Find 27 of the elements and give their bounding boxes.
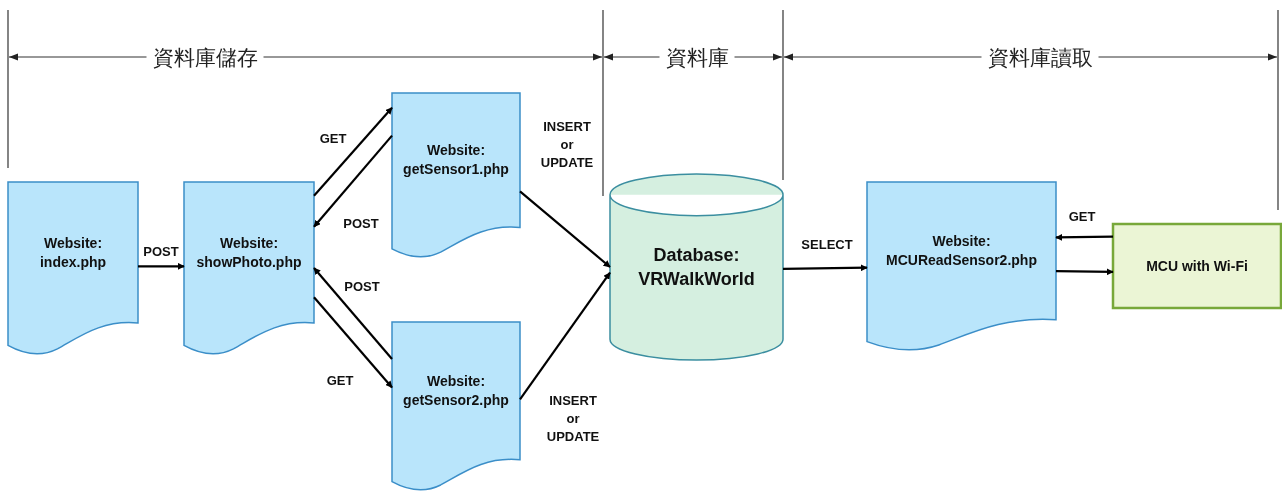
arrow [519,190,611,268]
arrow [313,267,393,360]
document-shape [392,322,520,490]
arrow [783,264,868,272]
section-label: 資料庫讀取 [981,44,1099,72]
document-shape [8,182,138,354]
arrow [313,296,393,389]
node-text: Website: index.php [38,234,108,272]
node-text: Database: VRWalkWorld [637,243,756,291]
node-text: Website: showPhoto.php [195,234,303,272]
section-label: 資料庫儲存 [146,44,264,72]
arrow [313,107,393,197]
node-text: Website: MCUReadSensor2.php [885,232,1038,270]
arrow [1055,233,1113,241]
document-shape [184,182,314,354]
node-text: Website: getSensor1.php [402,141,510,179]
node-text: MCU with Wi-Fi [1145,256,1249,276]
device-box [1113,224,1281,308]
section-label: 資料庫 [659,44,735,72]
arrow [519,272,611,400]
node-text: Website: getSensor2.php [402,372,510,410]
arrow [1056,268,1114,276]
document-shape [867,182,1056,350]
arrow [313,134,393,228]
database-cylinder [610,172,783,362]
document-shape [392,93,520,257]
arrow [138,262,185,270]
